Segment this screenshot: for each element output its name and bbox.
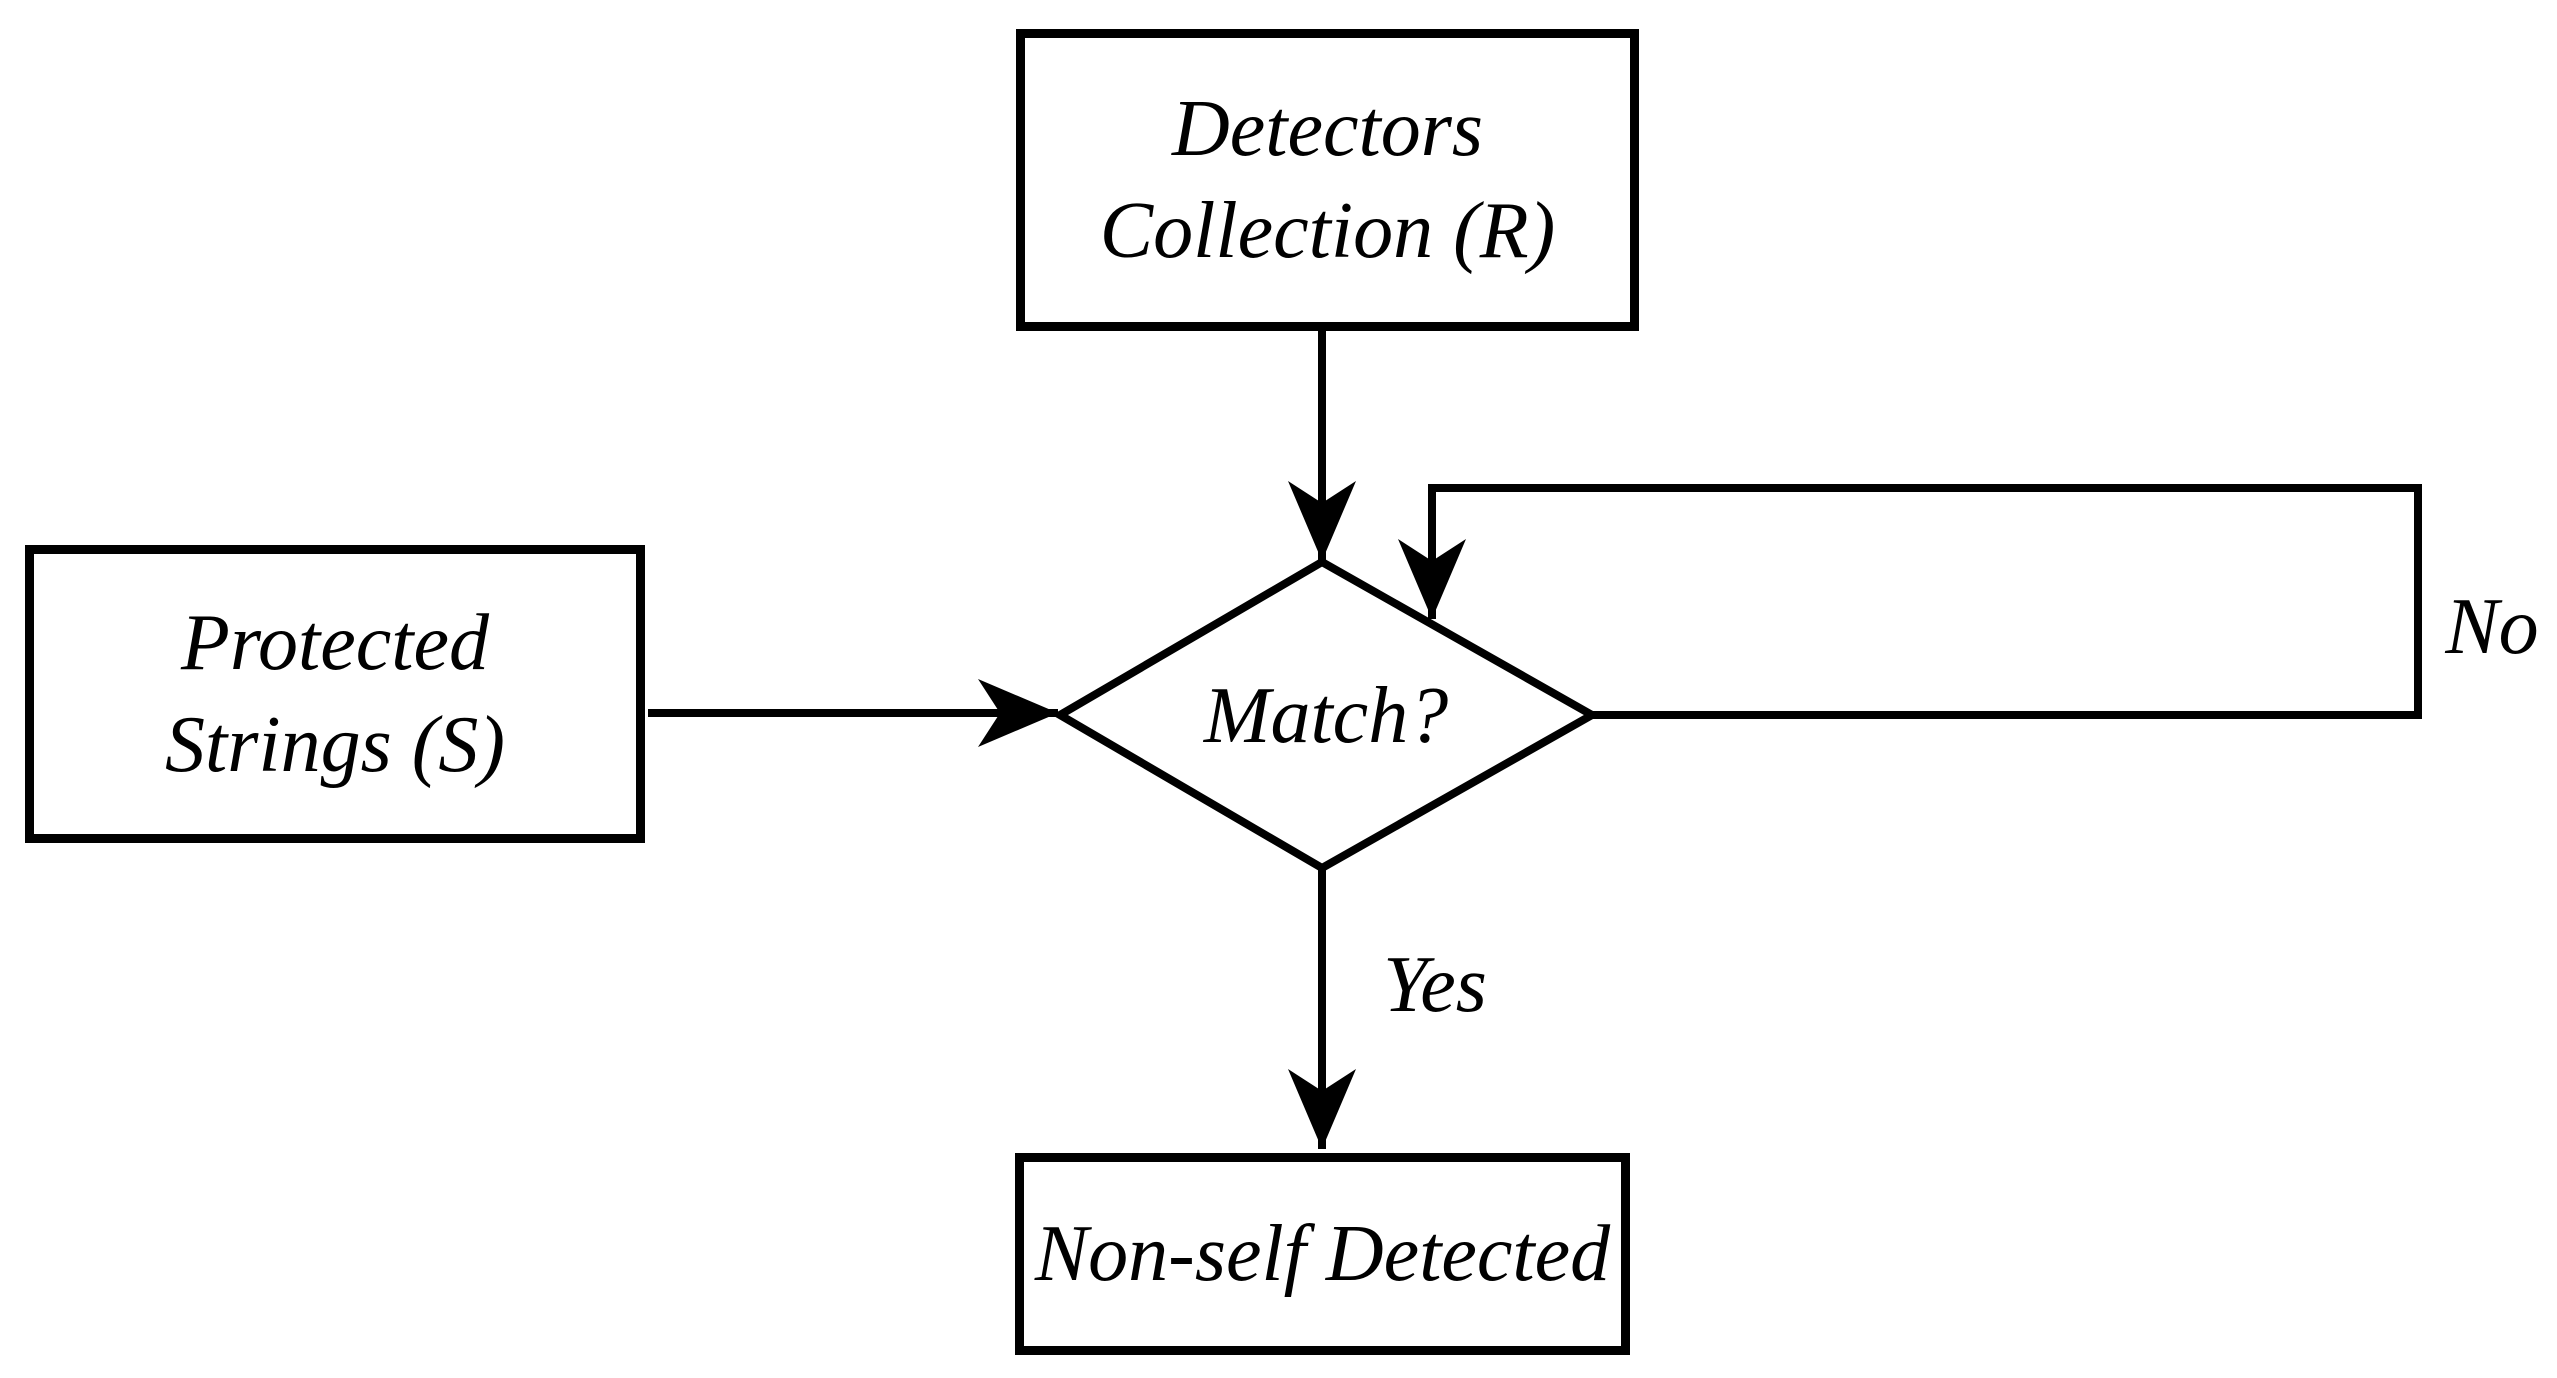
arrow-no-feedback-loop [1398,484,2422,719]
node-match-decision-label: Match? [1203,672,1449,760]
edge-label-no: No [2445,583,2539,671]
node-non-self-detected-label: Non-self Detected [1034,1210,1611,1298]
node-non-self-detected: Non-self Detected [1015,1153,1630,1355]
node-protected-strings: Protected Strings (S) [25,545,645,843]
node-detectors-collection: Detectors Collection (R) [1016,29,1639,331]
edge-label-yes: Yes [1383,941,1487,1029]
node-protected-strings-label: Protected Strings (S) [165,599,505,789]
match-diamond-shape [1052,557,1601,873]
node-detectors-collection-label: Detectors Collection (R) [1099,85,1556,275]
